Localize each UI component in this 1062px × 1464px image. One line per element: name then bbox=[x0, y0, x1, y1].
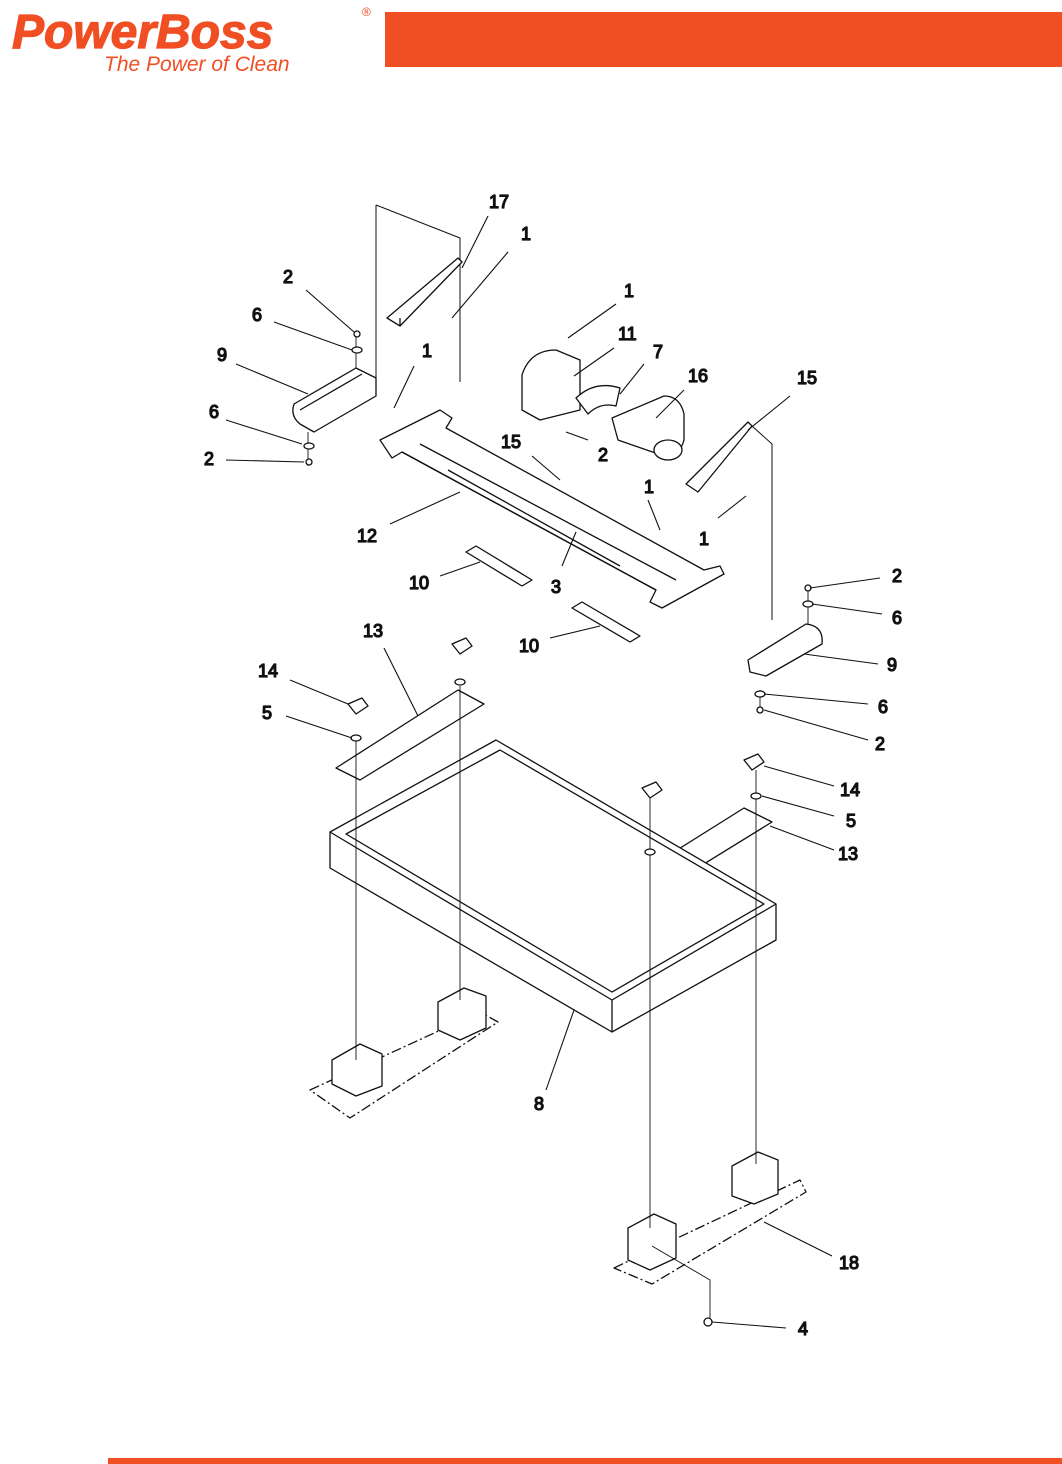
mounting-tray-left bbox=[309, 987, 499, 1119]
mounting-tray-right bbox=[613, 1151, 807, 1285]
clamp-bracket-left bbox=[292, 367, 377, 433]
clamp-bracket-right bbox=[747, 623, 823, 677]
callout-10[interactable]: 10 bbox=[408, 572, 429, 593]
callout-13[interactable]: 13 bbox=[362, 620, 383, 641]
callout-4[interactable]: 4 bbox=[797, 1318, 808, 1339]
rubber-pads bbox=[465, 545, 641, 643]
callout-1[interactable]: 1 bbox=[643, 476, 654, 497]
battery-box bbox=[329, 739, 777, 1033]
brand-registered-mark: ® bbox=[362, 5, 371, 19]
callouts: 17 1 2 6 9 6 2 1 1 11 7 16 15 2 15 1 1 1… bbox=[203, 191, 902, 1339]
hold-down-frame-left bbox=[335, 689, 485, 781]
callout-18[interactable]: 18 bbox=[838, 1252, 859, 1273]
leader-lines bbox=[225, 215, 883, 1329]
callout-14[interactable]: 14 bbox=[839, 779, 860, 800]
callout-1[interactable]: 1 bbox=[421, 340, 432, 361]
callout-2[interactable]: 2 bbox=[874, 733, 885, 754]
callout-6[interactable]: 6 bbox=[877, 696, 888, 717]
bracket-17 bbox=[375, 204, 463, 390]
callout-5[interactable]: 5 bbox=[261, 702, 272, 723]
callout-2[interactable]: 2 bbox=[203, 448, 214, 469]
callout-6[interactable]: 6 bbox=[891, 607, 902, 628]
motor-assembly bbox=[521, 349, 685, 461]
bracket-15-right bbox=[685, 421, 773, 620]
callout-11[interactable]: 11 bbox=[617, 323, 637, 344]
callout-1[interactable]: 1 bbox=[698, 528, 709, 549]
callout-7[interactable]: 7 bbox=[652, 341, 663, 362]
page-header: PowerBoss ® The Power of Clean bbox=[0, 0, 1062, 80]
header-color-bar bbox=[385, 12, 1062, 67]
callout-14[interactable]: 14 bbox=[257, 660, 278, 681]
callout-1[interactable]: 1 bbox=[520, 223, 531, 244]
callout-17[interactable]: 17 bbox=[488, 191, 509, 212]
powerboss-logo: PowerBoss ® The Power of Clean bbox=[11, 5, 371, 76]
callout-5[interactable]: 5 bbox=[845, 810, 856, 831]
callout-9[interactable]: 9 bbox=[216, 344, 227, 365]
callout-3[interactable]: 3 bbox=[550, 576, 561, 597]
callout-2[interactable]: 2 bbox=[282, 266, 293, 287]
callout-1[interactable]: 1 bbox=[623, 280, 634, 301]
brand-tagline: The Power of Clean bbox=[104, 53, 290, 76]
callout-8[interactable]: 8 bbox=[533, 1093, 544, 1114]
assembly-lines bbox=[307, 336, 809, 1318]
callout-16[interactable]: 16 bbox=[687, 365, 708, 386]
callout-6[interactable]: 6 bbox=[251, 304, 262, 325]
brand-name: PowerBoss bbox=[12, 6, 273, 59]
footer-rule bbox=[108, 1458, 1062, 1464]
callout-13[interactable]: 13 bbox=[837, 843, 858, 864]
callout-15[interactable]: 15 bbox=[500, 431, 521, 452]
callout-2[interactable]: 2 bbox=[891, 565, 902, 586]
callout-12[interactable]: 12 bbox=[356, 525, 377, 546]
callout-2[interactable]: 2 bbox=[597, 444, 608, 465]
callout-15[interactable]: 15 bbox=[796, 367, 817, 388]
callout-6[interactable]: 6 bbox=[208, 401, 219, 422]
callout-9[interactable]: 9 bbox=[886, 654, 897, 675]
callout-10[interactable]: 10 bbox=[518, 635, 539, 656]
mounting-rail bbox=[379, 409, 725, 609]
